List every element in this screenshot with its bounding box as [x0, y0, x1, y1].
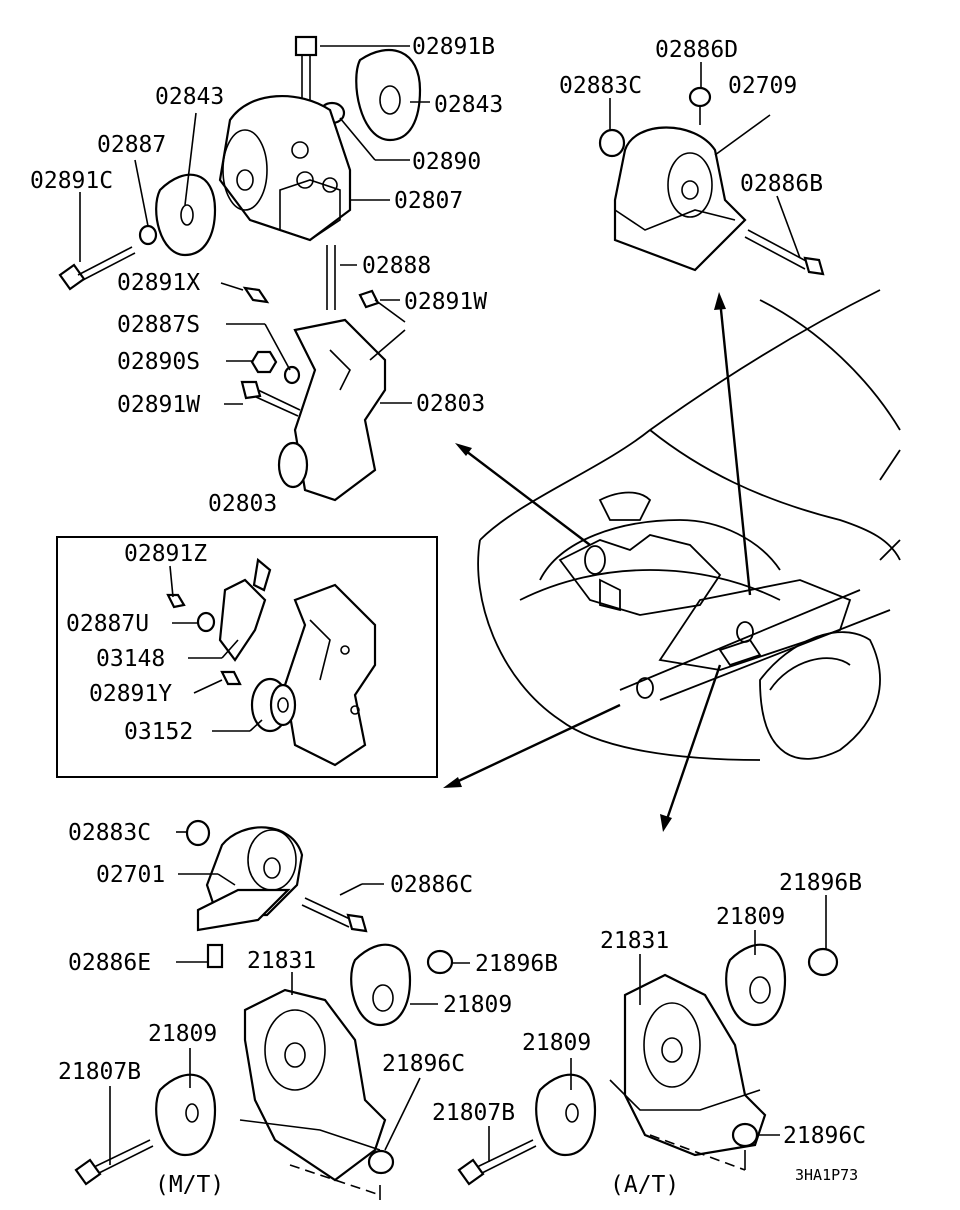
part-label: 21896B [779, 870, 862, 896]
part-label: 02887S [117, 312, 200, 338]
part-label: 02803 [416, 391, 485, 417]
part-label: 02891Y [89, 681, 172, 707]
part-label: 02803 [208, 491, 277, 517]
leader-lines [79, 45, 827, 1200]
mount-21831-at [457, 943, 839, 1186]
captions: (M/T) (A/T) 3HA1P73 [155, 1166, 858, 1198]
part-label: 02888 [362, 253, 431, 279]
transmission-mount-02709 [598, 86, 825, 276]
part-label: 02843 [155, 84, 224, 110]
part-label: 21807B [58, 1059, 141, 1085]
part-label: 21809 [522, 1030, 591, 1056]
part-label: 02843 [434, 92, 503, 118]
part-label: 02886B [740, 171, 823, 197]
part-label: 21896B [475, 951, 558, 977]
part-label: 02891C [30, 168, 113, 194]
part-label: 02883C [68, 820, 151, 846]
part-label: 02891X [117, 270, 200, 296]
vehicle-engine-bay [477, 289, 901, 761]
mount-21831-mt [74, 943, 454, 1196]
part-label: 02891W [404, 289, 487, 315]
part-label: 02890 [412, 149, 481, 175]
part-label: 21896C [783, 1123, 866, 1149]
part-label: 03148 [96, 646, 165, 672]
part-label: 21809 [443, 992, 512, 1018]
part-label: 02890S [117, 349, 200, 375]
mount-02701 [185, 819, 368, 969]
part-label: 21809 [148, 1021, 217, 1047]
part-label: 02886E [68, 950, 151, 976]
part-number-labels: 02891B 02843 02843 02887 02891C 02890 02… [30, 34, 866, 1149]
bracket-inset-box [56, 536, 438, 778]
part-label: 02807 [394, 188, 463, 214]
part-label: 02887 [97, 132, 166, 158]
diagram-code: 3HA1P73 [795, 1166, 858, 1184]
part-label: 02891B [412, 34, 495, 60]
part-label: 21831 [247, 948, 316, 974]
part-label: 21809 [716, 904, 785, 930]
caption-mt: (M/T) [155, 1172, 224, 1198]
part-label: 02701 [96, 862, 165, 888]
part-label: 21896C [382, 1051, 465, 1077]
part-label: 03152 [124, 719, 193, 745]
part-label: 02886D [655, 37, 738, 63]
part-label: 21831 [600, 928, 669, 954]
part-label: 02709 [728, 73, 797, 99]
part-label: 21807B [432, 1100, 515, 1126]
part-label: 02891W [117, 392, 200, 418]
part-label: 02886C [390, 872, 473, 898]
part-label: 02887U [66, 611, 149, 637]
caption-at: (A/T) [610, 1172, 679, 1198]
engine-mount-assembly [58, 35, 422, 502]
part-label: 02891Z [124, 541, 207, 567]
pointer-arrows [443, 292, 752, 832]
part-label: 02883C [559, 73, 642, 99]
